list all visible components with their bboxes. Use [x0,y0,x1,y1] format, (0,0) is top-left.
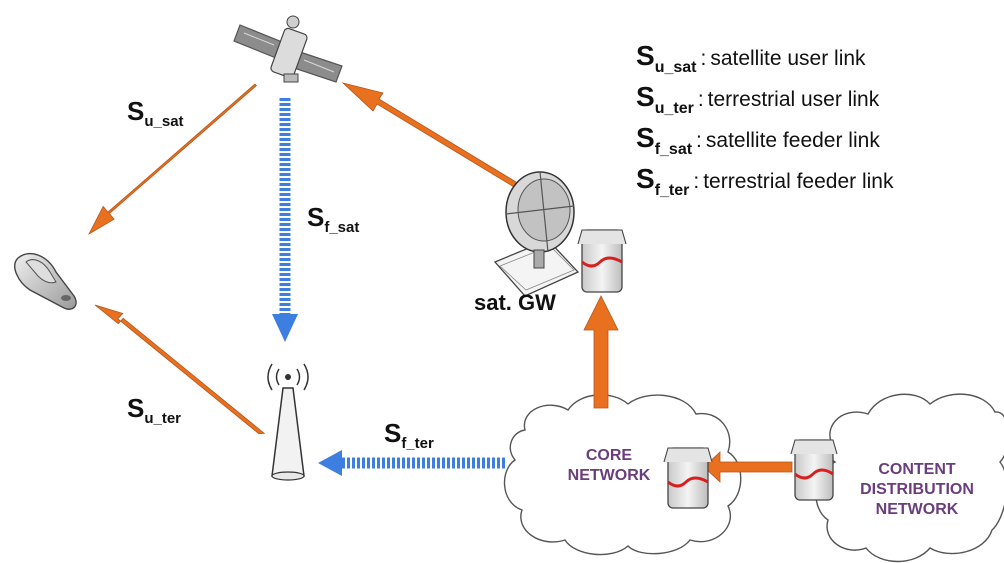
arrow-tower-to-phone [94,304,266,435]
cdn-server-icon [790,439,838,501]
core-network-server-icon [663,447,713,509]
arrow-sat-to-tower [272,98,298,342]
arrow-core-to-tower [318,450,505,476]
arrow-cdn-to-core [703,451,793,483]
arrow-sat-to-phone [88,83,257,236]
legend-row-u-ter: Su_ter:terrestrial user link [636,81,880,117]
legend: Su_sat:satellite user link Su_ter:terres… [636,40,893,204]
content-distribution-cloud [815,393,1004,563]
feeder-link-arrows [272,98,505,476]
content-distribution-network-label: CONTENT DISTRIBUTION NETWORK [860,461,974,518]
mobile-phone-icon [14,253,77,310]
user-link-arrows [88,82,793,483]
arrow-gateway-to-sat [341,82,522,191]
core-network-cloud [503,394,742,556]
label-u-sat: Su_sat [127,96,184,130]
satellite-icon [233,15,343,83]
legend-row-f-sat: Sf_sat:satellite feeder link [636,122,880,158]
arrow-core-to-gateway [583,295,619,409]
core-network-label: CORE NETWORK [567,447,651,484]
label-f-sat: Sf_sat [307,202,360,236]
label-u-ter: Su_ter [127,393,182,427]
satellite-dish-icon [493,171,580,297]
cell-tower-icon [267,363,309,481]
gateway-server-icon [577,229,627,293]
legend-row-f-ter: Sf_ter:terrestrial feeder link [636,163,894,199]
label-f-ter: Sf_ter [384,418,434,452]
gateway-label: sat. GW [474,290,556,315]
legend-row-u-sat: Su_sat:satellite user link [636,40,866,76]
